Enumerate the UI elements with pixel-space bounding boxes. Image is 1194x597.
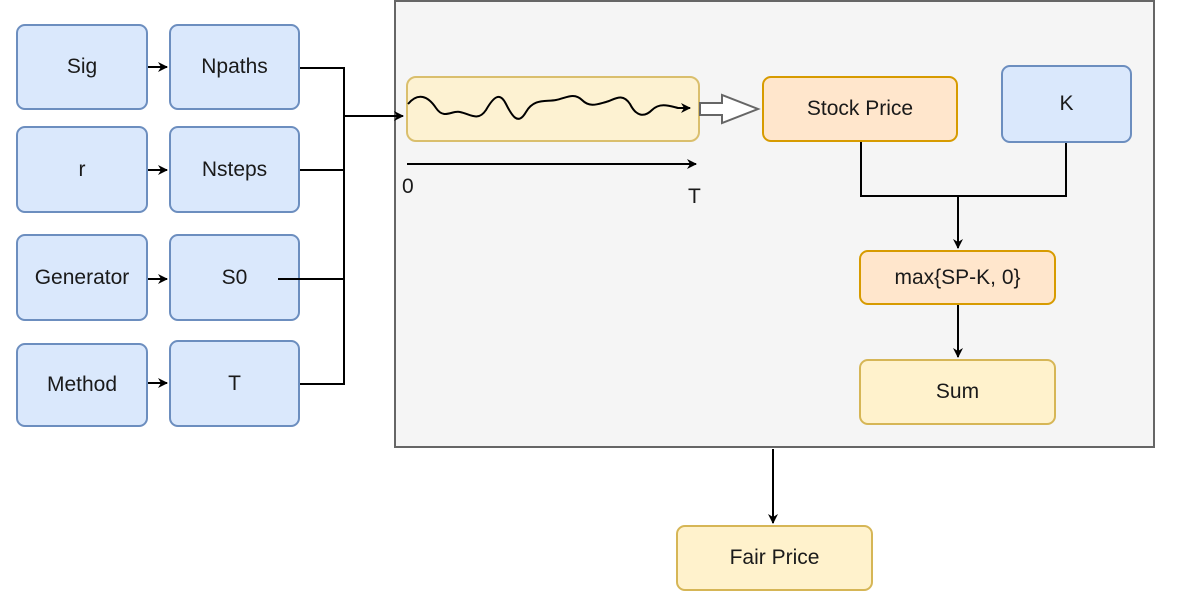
bus-t [300,116,345,385]
sum-node: Sum [859,359,1056,425]
r-node: r [16,126,148,213]
wire-stock-price [860,142,958,197]
param-bus [278,67,404,385]
payoff-inputs [860,142,1067,249]
bus-npaths [300,67,345,116]
hollow-arrow-to-stock-price [699,93,761,125]
sample-path-curve [407,94,691,120]
wire-strike [958,143,1067,197]
input-to-param-arrows [148,62,168,388]
time-axis-start-label: 0 [402,175,414,198]
nsteps-node: Nsteps [169,126,300,213]
payoff-node: max{SP-K, 0} [859,250,1056,305]
fair-price-node: Fair Price [676,525,873,591]
npaths-node: Npaths [169,24,300,110]
method-node: Method [16,343,148,427]
sig-node: Sig [16,24,148,110]
t-node: T [169,340,300,427]
s0-node: S0 [169,234,300,321]
time-axis-end-label: T [688,185,701,208]
generator-node: Generator [16,234,148,321]
sample-path-box [406,76,700,142]
strike-k-node: K [1001,65,1132,143]
stock-price-node: Stock Price [762,76,958,142]
